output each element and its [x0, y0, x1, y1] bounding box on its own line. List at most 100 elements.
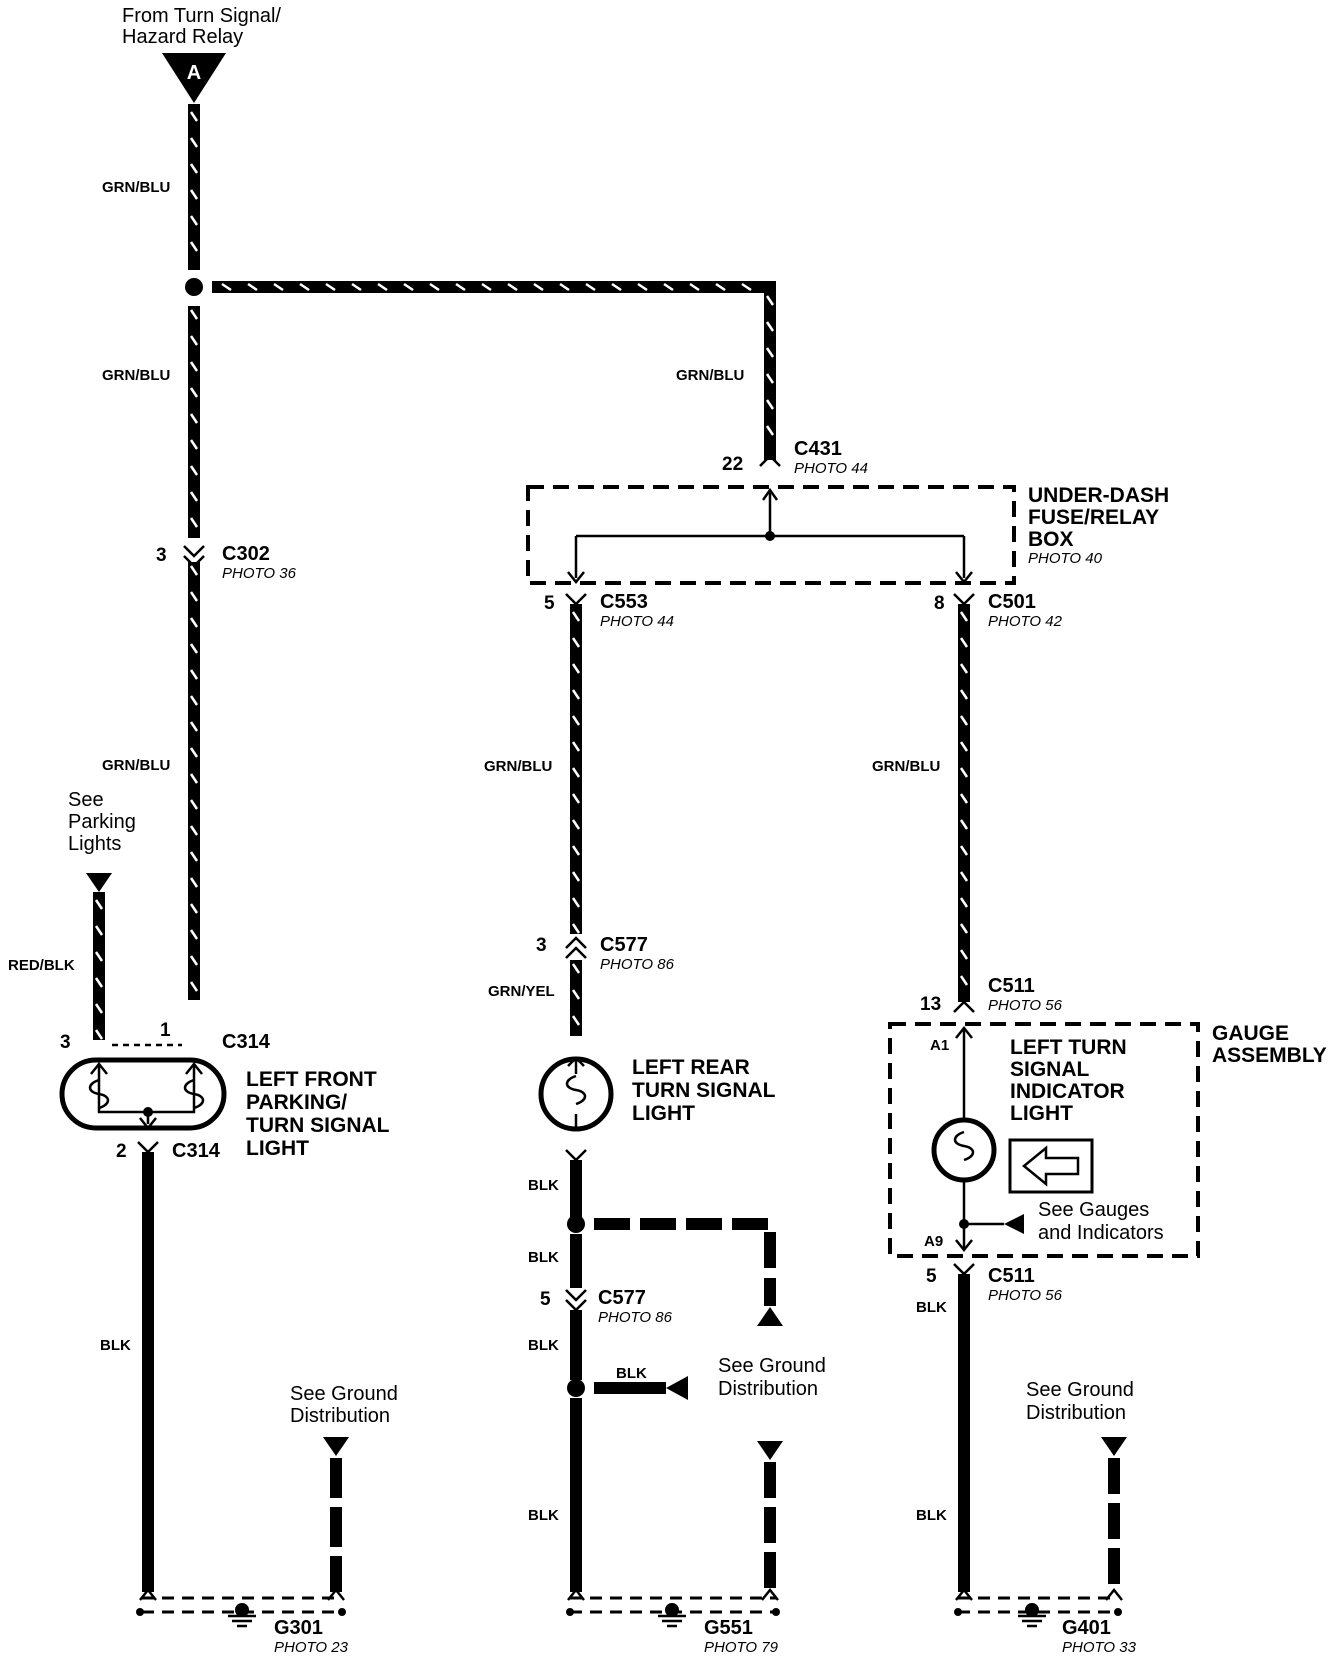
- fuse-box-line2: FUSE/RELAY: [1028, 506, 1159, 529]
- c511-bottom-pin: 5: [926, 1266, 937, 1287]
- gauges-ref-line1[interactable]: See Gauges: [1038, 1199, 1149, 1221]
- wire-tracer-stripe: [611, 282, 622, 292]
- wire-blk-rear-branch[interactable]: [594, 1218, 776, 1306]
- connector-c553[interactable]: 5 C553 PHOTO 44: [544, 591, 674, 630]
- wire-label-grn-blu-2: GRN/BLU: [102, 367, 170, 384]
- wire-tracer-stripe: [429, 282, 440, 292]
- parking-lights-reference[interactable]: See Parking Lights: [68, 789, 136, 892]
- wire-tracer-stripe: [571, 845, 581, 856]
- wire-tracer-stripe: [221, 282, 232, 292]
- wire-tracer-stripe: [189, 565, 199, 576]
- wire-tracer-stripe: [765, 373, 775, 384]
- wire-tracer-stripe: [403, 282, 414, 292]
- wire-tracer-stripe: [94, 1003, 104, 1014]
- connector-c501[interactable]: 8 C501 PHOTO 42: [934, 591, 1063, 630]
- ground-left-line1: See Ground: [290, 1383, 398, 1405]
- wire-tracer-stripe: [189, 877, 199, 888]
- connector-c314-top[interactable]: 3 1 C314: [60, 1020, 271, 1053]
- fuse-relay-box[interactable]: UNDER-DASH FUSE/RELAY BOX PHOTO 40: [526, 484, 1169, 585]
- c501-pin: 8: [934, 593, 945, 614]
- wire-tracer-stripe: [571, 767, 581, 778]
- wire-tracer-stripe: [637, 282, 648, 292]
- left-rear-light[interactable]: [538, 1056, 614, 1132]
- ground-g551[interactable]: G551 PHOTO 79: [566, 1587, 780, 1656]
- c511-top-name: C511: [988, 975, 1035, 997]
- connector-c511-bottom[interactable]: 5 C511 PHOTO 56: [926, 1263, 1063, 1304]
- gauges-ref-line2[interactable]: and Indicators: [1038, 1222, 1164, 1244]
- wire-tracer-stripe: [189, 413, 199, 424]
- wire-tracer-stripe: [959, 741, 969, 752]
- front-bulb-filament-1-icon: [88, 1078, 110, 1110]
- wire-tracer-stripe: [571, 963, 581, 974]
- wire-tracer-stripe: [765, 399, 775, 410]
- connector-c302[interactable]: 3 C302 PHOTO 36: [156, 543, 297, 582]
- ground-reference-right[interactable]: See Ground Distribution: [1026, 1379, 1134, 1456]
- ground-mid-line1: See Ground: [718, 1355, 826, 1377]
- wire-label-red-blk: RED/BLK: [8, 957, 75, 974]
- gauge-assembly[interactable]: GAUGE ASSEMBLY A1 A9 LEFT TURN SIGNAL IN…: [888, 1022, 1327, 1258]
- front-bulb-filament-2-icon: [183, 1078, 205, 1110]
- ground-right-line1: See Ground: [1026, 1379, 1134, 1401]
- splice-rear-1: [567, 1215, 585, 1233]
- gauge-pin-a1: A1: [930, 1037, 949, 1054]
- wire-tracer-stripe: [663, 282, 674, 292]
- wire-tracer-stripe: [189, 387, 199, 398]
- wire-tracer-stripe: [455, 282, 466, 292]
- connector-c511-top[interactable]: 13 C511 PHOTO 56: [920, 975, 1063, 1015]
- c302-photo: PHOTO 36: [222, 565, 297, 582]
- wire-tracer-stripe: [571, 715, 581, 726]
- wire-tracer-stripe: [189, 309, 199, 320]
- c577-bottom-photo: PHOTO 86: [598, 1309, 673, 1326]
- wire-tracer-stripe: [571, 989, 581, 1000]
- wire-tracer-stripe: [189, 981, 199, 992]
- wire-tracer-stripe: [741, 282, 752, 292]
- splice-point-top: [185, 278, 203, 296]
- source-label-line1: From Turn Signal/: [122, 5, 281, 27]
- ground-reference-left[interactable]: See Ground Distribution: [290, 1383, 398, 1456]
- c577-bottom-pin: 5: [540, 1289, 551, 1310]
- g301-name: G301: [274, 1617, 323, 1639]
- ground-reference-mid[interactable]: See Ground Distribution: [718, 1355, 826, 1460]
- front-light-line1: LEFT FRONT: [246, 1068, 377, 1091]
- wire-tracer-stripe: [325, 282, 336, 292]
- wire-tracer-stripe: [959, 975, 969, 986]
- wire-tracer-stripe: [571, 741, 581, 752]
- wire-label-grn-blu-5: GRN/BLU: [484, 758, 552, 775]
- connector-c577-top[interactable]: 3 C577 PHOTO 86: [536, 934, 675, 973]
- wire-tracer-stripe: [189, 111, 199, 122]
- ground-g301[interactable]: G301 PHOTO 23: [136, 1587, 349, 1656]
- g401-name: G401: [1062, 1617, 1111, 1639]
- wire-tracer-stripe: [959, 767, 969, 778]
- connector-c431[interactable]: 22 C431 PHOTO 44: [722, 438, 868, 477]
- c511-bottom-name: C511: [988, 1265, 1035, 1287]
- wire-tracer-stripe: [189, 465, 199, 476]
- left-front-light[interactable]: [59, 1057, 227, 1131]
- wire-label-grn-blu-1: GRN/BLU: [102, 179, 170, 196]
- connector-c314-bottom[interactable]: 2 C314: [116, 1140, 221, 1162]
- connector-c577-bottom[interactable]: 5 C577 PHOTO 86: [540, 1287, 673, 1326]
- parking-ref-line3: Lights: [68, 833, 121, 855]
- front-light-line3: TURN SIGNAL: [246, 1114, 390, 1137]
- wire-tracer-stripe: [189, 773, 199, 784]
- gauge-branch: 8 C501 PHOTO 42 GRN/BLU 13 C511 PHOTO 56…: [872, 591, 1327, 1592]
- wire-tracer-stripe: [189, 929, 199, 940]
- wire-tracer-stripe: [571, 1015, 581, 1026]
- wire-tracer-stripe: [959, 845, 969, 856]
- ground-g401[interactable]: G401 PHOTO 33: [954, 1587, 1137, 1656]
- ground-left-arrow-icon: [323, 1437, 349, 1456]
- source-label-line2: Hazard Relay: [122, 26, 243, 48]
- top-bus: GRN/BLU 22 C431 PHOTO 44: [212, 281, 868, 477]
- wire-tracer-stripe: [571, 871, 581, 882]
- wire-tracer-stripe: [571, 819, 581, 830]
- wire-label-blk-gauge-1: BLK: [916, 1299, 947, 1316]
- wire-tracer-stripe: [273, 282, 284, 292]
- wire-label-grn-blu-4: GRN/BLU: [676, 367, 744, 384]
- rear-branch-arrow-icon: [757, 1307, 783, 1326]
- c314-top-name: C314: [222, 1031, 271, 1053]
- wire-tracer-stripe: [585, 282, 596, 292]
- wire-label-blk-front: BLK: [100, 1337, 131, 1354]
- wire-tracer-stripe: [94, 1029, 104, 1040]
- wire-tracer-stripe: [94, 977, 104, 988]
- wire-tracer-stripe: [571, 793, 581, 804]
- wire-tracer-stripe: [189, 851, 199, 862]
